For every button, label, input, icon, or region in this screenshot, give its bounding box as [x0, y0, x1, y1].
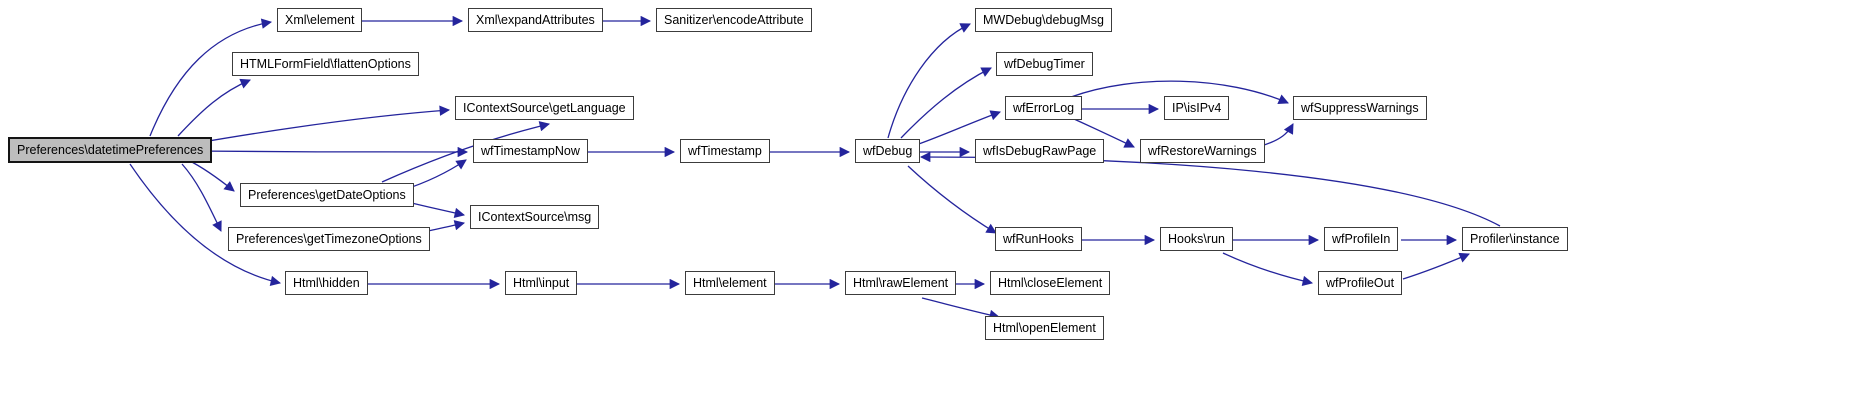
node-wfProfileOut[interactable]: wfProfileOut: [1318, 271, 1403, 295]
node-preferences-datetimePreferences: Preferences\datetimePreferences: [8, 137, 213, 163]
edge-wfErrorLog-to-wfSuppressWarnings: [1070, 80, 1289, 105]
edge-root-to-getDateOptions: [187, 159, 235, 192]
node-preferences-getDateOptions[interactable]: Preferences\getDateOptions: [240, 183, 414, 207]
edge-wfDebug-to-wfErrorLog: [915, 110, 1001, 146]
node-wfSuppressWarnings[interactable]: wfSuppressWarnings: [1293, 96, 1427, 120]
edge-root-to-xml-element: [149, 18, 273, 137]
node-wfTimestampNow[interactable]: wfTimestampNow: [473, 139, 588, 163]
edge-wfProfileOut-to-profiler-instance: [1402, 252, 1470, 280]
node-sanitizer-encodeAttribute[interactable]: Sanitizer\encodeAttribute: [656, 8, 812, 32]
node-xml-element[interactable]: Xml\element: [277, 8, 363, 32]
edge-root-to-flattenOptions: [177, 78, 251, 137]
node-wfRestoreWarnings[interactable]: wfRestoreWarnings: [1140, 139, 1265, 163]
node-wfDebug[interactable]: wfDebug: [855, 139, 921, 163]
node-icontextsource-getLanguage[interactable]: IContextSource\getLanguage: [455, 96, 634, 120]
node-ip-isIPv4[interactable]: IP\isIPv4: [1164, 96, 1230, 120]
node-html-closeElement[interactable]: Html\closeElement: [990, 271, 1111, 295]
node-html-hidden[interactable]: Html\hidden: [285, 271, 368, 295]
edge-root-to-getTimezoneOptions: [181, 163, 222, 232]
edge-wfErrorLog-to-wfRestoreWarnings: [1073, 118, 1135, 148]
node-preferences-getTimezoneOptions[interactable]: Preferences\getTimezoneOptions: [228, 227, 430, 251]
edge-root-to-getLanguage: [190, 105, 451, 145]
edge-root-to-html-hidden: [129, 163, 282, 287]
edge-wfDebug-to-debugMsg: [887, 23, 971, 139]
node-wfProfileIn[interactable]: wfProfileIn: [1324, 227, 1399, 251]
edge-root-to-wfTimestampNow: [190, 146, 469, 158]
edge-wfRestoreWarnings-to-wfSuppressWarnings: [1260, 123, 1294, 147]
node-wfErrorLog[interactable]: wfErrorLog: [1005, 96, 1083, 120]
edge-wfDebug-to-wfDebugTimer: [900, 67, 992, 139]
node-hooks-run[interactable]: Hooks\run: [1160, 227, 1233, 251]
node-wfRunHooks[interactable]: wfRunHooks: [995, 227, 1082, 251]
edge-rawElement-to-openElement: [921, 297, 1001, 321]
node-xml-expandAttributes[interactable]: Xml\expandAttributes: [468, 8, 603, 32]
edge-getDateOptions-to-getLanguage: [381, 121, 551, 183]
edge-wfDebug-to-wfRunHooks: [907, 165, 997, 234]
node-profiler-instance[interactable]: Profiler\instance: [1462, 227, 1568, 251]
node-wfTimestamp[interactable]: wfTimestamp: [680, 139, 770, 163]
edge-hooks-run-to-wfProfileOut: [1222, 252, 1314, 287]
node-html-input[interactable]: Html\input: [505, 271, 578, 295]
node-htmlformfield-flattenOptions[interactable]: HTMLFormField\flattenOptions: [232, 52, 419, 76]
node-icontextsource-msg[interactable]: IContextSource\msg: [470, 205, 600, 229]
node-html-rawElement[interactable]: Html\rawElement: [845, 271, 957, 295]
edge-profiler-instance-to-wfDebug: [919, 151, 1501, 227]
node-html-element[interactable]: Html\element: [685, 271, 775, 295]
node-wfDebugTimer[interactable]: wfDebugTimer: [996, 52, 1093, 76]
node-mwdebug-debugMsg[interactable]: MWDebug\debugMsg: [975, 8, 1112, 32]
node-wfIsDebugRawPage[interactable]: wfIsDebugRawPage: [975, 139, 1105, 163]
node-html-openElement[interactable]: Html\openElement: [985, 316, 1104, 340]
